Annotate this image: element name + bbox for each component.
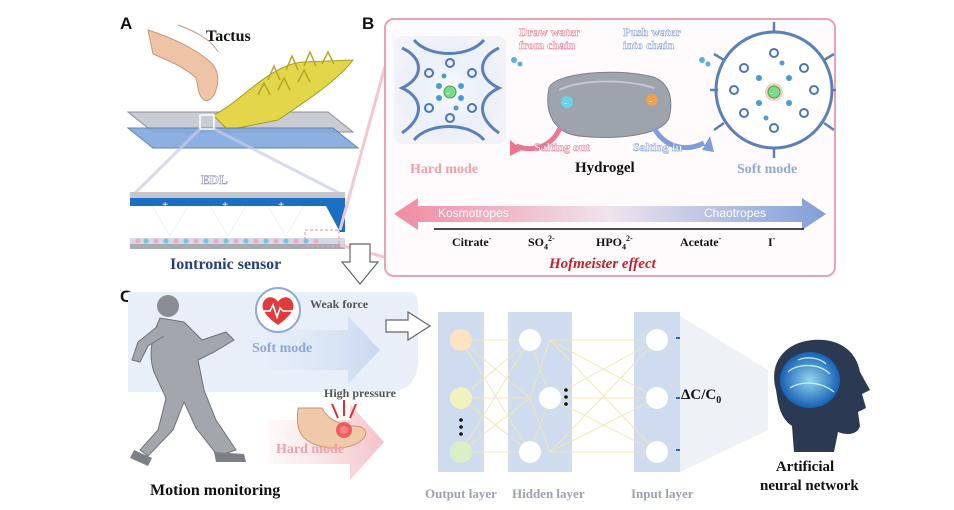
- ion-sulfate-charge: 2-: [548, 234, 555, 243]
- svg-text:+ +: + +: [308, 209, 323, 221]
- salting-in-label: Salting in: [633, 140, 683, 155]
- hidden-layer-label: Hidden layer: [512, 486, 585, 501]
- ion-sulfate: SO42-: [528, 234, 555, 251]
- brain-icon: [774, 339, 870, 452]
- ion-citrate: Citrate-: [452, 234, 491, 250]
- ion-hydrogen-phosphate: HPO42-: [596, 234, 633, 251]
- chaotropes-label: Chaotropes: [704, 206, 767, 220]
- salting-out-label: Salting out: [534, 140, 590, 155]
- delta-c-base: ΔC/C: [681, 387, 717, 403]
- svg-text:+: +: [222, 199, 228, 211]
- motion-monitoring-label: Motion monitoring: [150, 482, 281, 499]
- iontronic-sensor-label: Iontronic sensor: [170, 256, 282, 273]
- svg-text:+: +: [162, 199, 168, 211]
- hard-mode-label: Hard mode: [410, 162, 479, 177]
- svg-text:-: -: [564, 98, 567, 109]
- finger-icon: [147, 24, 219, 101]
- push-water-line-1: Push water: [623, 25, 681, 39]
- ann-label: Artificial neural network: [760, 458, 859, 496]
- svg-text:+ +: + +: [138, 209, 153, 221]
- draw-water-line-1: Draw water: [519, 25, 580, 39]
- ion-acetate: Acetate-: [680, 234, 721, 250]
- push-water-line-2: into chain: [623, 38, 675, 52]
- soft-mode-network: -: [710, 22, 836, 158]
- push-water-label: Push water into chain: [623, 25, 681, 52]
- hard-mode-network: -: [394, 36, 506, 144]
- panel-a-letter: A: [120, 14, 133, 33]
- ion-sulfate-sub: 4: [544, 242, 549, 252]
- ion-hpo4-base: HPO: [596, 235, 622, 249]
- ion-sulfate-base: SO: [528, 235, 545, 249]
- kosmotropes-label: Kosmotropes: [438, 206, 509, 220]
- ion-iodide: I-: [768, 234, 775, 250]
- panel-a-graphic: + + + + + + + + + + +: [126, 24, 360, 249]
- svg-text:+ +: + +: [252, 209, 267, 221]
- delta-c-sub: 0: [716, 395, 722, 406]
- hydrogel-block: - -: [547, 71, 672, 138]
- runner-icon: [130, 295, 246, 466]
- ion-iodide-charge: -: [772, 234, 776, 243]
- panel-b-letter: B: [362, 14, 375, 33]
- heart-icon: [255, 287, 301, 333]
- svg-text:+: +: [278, 199, 284, 211]
- hofmeister-arrow: [394, 198, 826, 230]
- hofmeister-effect-label: Hofmeister effect: [549, 256, 656, 272]
- svg-text:-: -: [446, 88, 449, 99]
- output-layer-label: Output layer: [425, 486, 497, 501]
- c-hard-mode-label: Hard mode: [276, 442, 345, 457]
- svg-text:-: -: [770, 88, 773, 99]
- neural-network-diagram: [438, 312, 708, 472]
- soft-mode-label: Soft mode: [737, 162, 798, 177]
- draw-water-label: Draw water from chain: [519, 25, 580, 52]
- weak-force-label: Weak force: [310, 297, 369, 311]
- ion-citrate-base: Citrate: [452, 235, 489, 249]
- down-arrow-icon: [340, 243, 380, 285]
- svg-text:-: -: [649, 96, 652, 107]
- foot-icon: [296, 400, 367, 449]
- tactus-label: Tactus: [206, 28, 251, 45]
- ion-citrate-charge: -: [488, 234, 492, 243]
- ion-iodide-base: I: [768, 235, 773, 249]
- ion-hpo4-charge: 2-: [626, 234, 633, 243]
- panel-b-graphic: - - - -: [394, 22, 836, 230]
- panel-c-graphic: [128, 287, 870, 480]
- svg-text:+ +: + +: [194, 209, 209, 221]
- delta-c-label: ΔC/C0: [681, 387, 721, 406]
- edl-label: EDL: [201, 172, 228, 188]
- ann-line-1: Artificial: [775, 459, 835, 475]
- input-layer-label: Input layer: [631, 486, 694, 501]
- ion-acetate-charge: -: [718, 234, 722, 243]
- ion-hpo4-sub: 4: [622, 242, 626, 252]
- hydrogel-label: Hydrogel: [575, 160, 635, 176]
- ann-line-2: neural network: [760, 478, 859, 494]
- c-soft-mode-label: Soft mode: [252, 341, 313, 356]
- high-pressure-label: High pressure: [324, 386, 396, 400]
- ion-acetate-base: Acetate: [680, 235, 719, 249]
- draw-water-line-2: from chain: [519, 38, 576, 52]
